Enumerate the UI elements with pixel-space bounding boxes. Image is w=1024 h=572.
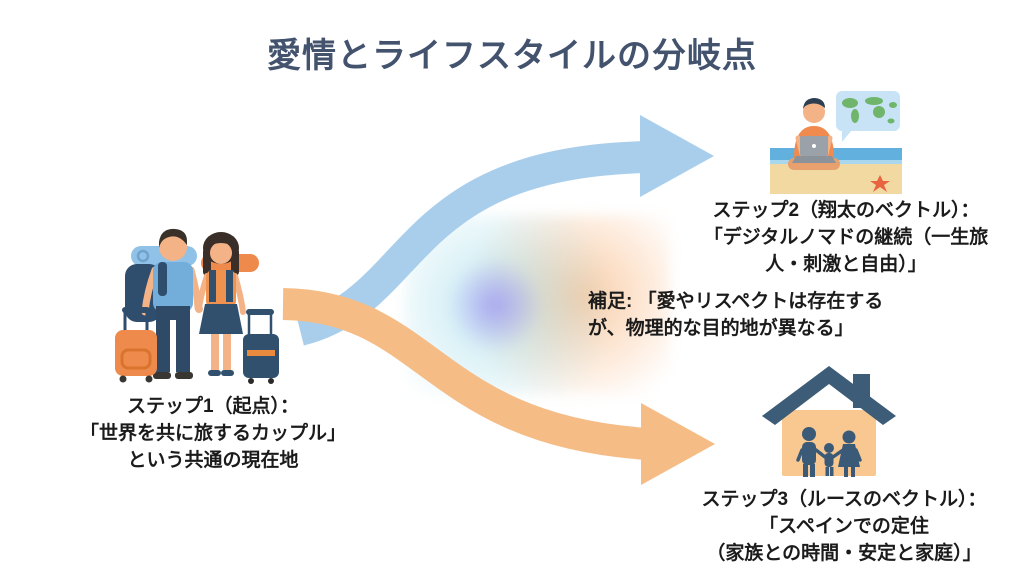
step2-line-3: 人・刺激と自由）」 xyxy=(765,254,927,275)
nomad-head xyxy=(803,101,825,123)
backpack-strap xyxy=(158,262,167,296)
step2-line-1: ステップ2（翔太のベクトル）： xyxy=(712,200,980,221)
mother-figure xyxy=(842,430,856,444)
step2-label: ステップ2（翔太のベクトル）： 「デジタルノマドの継続（一生旅 人・刺激と自由）… xyxy=(668,197,1024,278)
note-label: 補足: 「愛やリスペクトは存在する が、物理的な目的地が異なる」 xyxy=(588,288,1000,342)
man-shirt xyxy=(153,262,193,312)
laptop-base xyxy=(792,156,836,163)
orange-arrow-head xyxy=(641,403,715,485)
nomad-shirt xyxy=(794,126,834,158)
roof xyxy=(762,366,896,425)
house-body xyxy=(782,410,876,476)
woman-hair xyxy=(203,232,239,264)
shorts xyxy=(802,152,826,162)
beach-scene xyxy=(770,148,902,194)
step1-line-1: ステップ1（起点）： xyxy=(126,396,300,417)
world-map xyxy=(842,98,858,108)
sand xyxy=(770,164,902,194)
woman-figure xyxy=(195,232,279,384)
note-line-1: 補足: 「愛やリスペクトは存在する xyxy=(588,291,884,312)
woman-top xyxy=(206,270,236,308)
navy-suitcase xyxy=(243,334,279,378)
crossed-legs xyxy=(788,158,840,170)
step1-line-2: 「世界を共に旅するカップル」 xyxy=(79,423,346,444)
step3-label: ステップ3（ルースのベクトル）： 「スペインでの定住 （家族との時間・安定と家庭… xyxy=(658,486,1024,567)
father-figure xyxy=(802,427,816,441)
chimney xyxy=(853,374,870,408)
bedroll-orange xyxy=(201,254,259,272)
family-home-icon xyxy=(762,366,896,477)
step3-line-1: ステップ3（ルースのベクトル）： xyxy=(701,489,987,510)
held-hands xyxy=(195,305,203,313)
speech-bubble xyxy=(836,91,900,131)
woman-head xyxy=(210,242,232,264)
bedroll-blue xyxy=(131,246,197,266)
blue-arrow-head xyxy=(640,115,714,197)
sea xyxy=(770,148,902,164)
laptop-screen xyxy=(800,136,828,156)
family-silhouette xyxy=(796,427,862,477)
starfish-icon xyxy=(870,175,890,192)
step3-line-3: （家族との時間・安定と家庭）」 xyxy=(706,543,982,564)
step3-line-2: 「スペインでの定住 xyxy=(759,516,929,537)
child-figure xyxy=(824,443,834,453)
waves xyxy=(770,160,902,165)
man-head xyxy=(159,233,187,261)
man-hair xyxy=(159,228,187,248)
nomad-hair xyxy=(803,98,825,109)
world-map-speech-bubble xyxy=(836,91,900,142)
digital-nomad-beach-icon xyxy=(770,91,902,194)
man-figure xyxy=(115,228,202,383)
page-title: 愛情とライフスタイルの分岐点 xyxy=(267,37,757,75)
step1-label: ステップ1（起点）： 「世界を共に旅するカップル」 という共通の現在地 xyxy=(30,393,396,474)
orange-suitcase xyxy=(115,330,157,376)
backpack xyxy=(125,264,161,322)
nomad-person xyxy=(788,98,840,170)
note-line-2: が、物理的な目的地が異なる」 xyxy=(588,318,854,339)
step2-line-2: 「デジタルノマドの継続（一生旅 xyxy=(703,227,989,248)
step1-line-3: という共通の現在地 xyxy=(127,450,299,471)
woman-skirt xyxy=(199,304,243,334)
traveling-couple-icon xyxy=(115,228,279,384)
